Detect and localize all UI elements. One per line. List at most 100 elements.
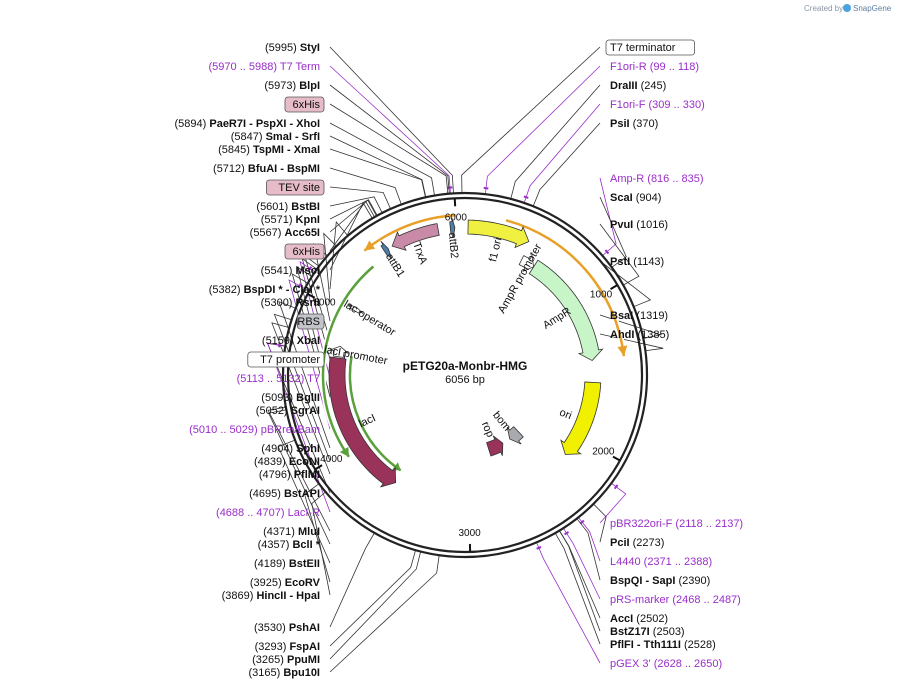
site-prs-marker[interactable]: pRS-marker (2468 .. 2487)	[610, 594, 741, 606]
site-name: PshAI	[289, 622, 320, 634]
site-coord: (5113 .. 5132)	[237, 373, 308, 385]
site-bcli[interactable]: (4357) BclI *	[258, 539, 321, 551]
site-t7-promoter[interactable]: T7 promoter	[247, 351, 325, 368]
site-bspdi-clai[interactable]: (5382) BspDI * - ClaI *	[209, 284, 321, 296]
site-bstapi[interactable]: (4695) BstAPI	[249, 488, 320, 500]
site-t7-terminator[interactable]: T7 terminator	[605, 39, 695, 56]
site-6xhis[interactable]: 6xHis	[284, 96, 325, 113]
site-f1ori-f[interactable]: F1ori-F (309 .. 330)	[610, 99, 705, 111]
site-name: SphI	[296, 443, 320, 455]
site-econi[interactable]: (4839) EcoNI	[254, 456, 320, 468]
site-name: BstEII	[289, 558, 320, 570]
site-blpi[interactable]: (5973) BlpI	[264, 80, 320, 92]
feature-f1-ori[interactable]	[467, 219, 530, 249]
site-6xhis[interactable]: 6xHis	[284, 243, 325, 260]
feature-ampr-promoter[interactable]	[518, 254, 535, 273]
site-tspmi-xmai[interactable]: (5845) TspMI - XmaI	[218, 144, 320, 156]
site-sphi[interactable]: (4904) SphI	[261, 443, 320, 455]
leader-line	[599, 314, 663, 339]
site-scai[interactable]: ScaI (904)	[610, 192, 661, 204]
site-amp-r[interactable]: Amp-R (816 .. 835)	[610, 173, 704, 185]
feature-laci-promoter[interactable]	[328, 345, 350, 358]
feature-rop[interactable]	[486, 435, 504, 457]
feature-laci[interactable]	[328, 356, 397, 488]
site-psii[interactable]: PsiI (370)	[610, 118, 658, 130]
site-msci[interactable]: (5541) MscI	[261, 265, 320, 277]
site-name: Acc65I	[285, 227, 320, 239]
feature-attb2[interactable]	[449, 217, 456, 238]
site-bsai[interactable]: BsaI (1319)	[610, 310, 668, 322]
site-t7[interactable]: (5113 .. 5132) T7	[237, 373, 320, 385]
site-pgex-3[interactable]: pGEX 3' (2628 .. 2650)	[610, 658, 722, 670]
site-pbrrevbam[interactable]: (5010 .. 5029) pBRrevBam	[189, 424, 320, 436]
site-draiii[interactable]: DraIII (245)	[610, 80, 666, 92]
site-pvui[interactable]: PvuI (1016)	[610, 219, 668, 231]
site-paer7i-pspxi-xhoi[interactable]: (5894) PaeR7I - PspXI - XhoI	[175, 118, 321, 130]
site-bsteii[interactable]: (4189) BstEII	[254, 558, 320, 570]
site-sgrai[interactable]: (5052) SgrAI	[256, 405, 320, 417]
site-ecorv[interactable]: (3925) EcoRV	[250, 577, 321, 589]
tick-mark	[612, 455, 621, 462]
site-pflmi[interactable]: (4796) PflMI	[259, 469, 320, 481]
site-mlui[interactable]: (4371) MluI	[263, 526, 320, 538]
site-pflfi-tth111i[interactable]: PflFI - Tth111I (2528)	[610, 639, 716, 651]
plasmid-name: pETG20a-Monbr-HMG	[403, 359, 528, 373]
site-l4440[interactable]: L4440 (2371 .. 2388)	[610, 556, 712, 568]
site-label-text: (5847) SmaI - SrfI	[231, 131, 320, 143]
site-name: DraIII	[610, 80, 641, 92]
site-box-label: T7 terminator	[610, 42, 676, 54]
site-label-text: PstI (1143)	[610, 256, 664, 268]
site-kpni[interactable]: (5571) KpnI	[261, 214, 320, 226]
tick-mark	[314, 464, 323, 471]
feature-trxa[interactable]	[391, 223, 440, 251]
site-label-text: (4688 .. 4707) LacI-R	[216, 507, 320, 519]
site-rbs[interactable]: RBS	[296, 313, 325, 330]
site-acci[interactable]: AccI (2502)	[610, 613, 668, 625]
site-acc65i[interactable]: (5567) Acc65I	[250, 227, 320, 239]
site-ppumi[interactable]: (3265) PpuMI	[252, 654, 320, 666]
site-bglii[interactable]: (5093) BglII	[261, 392, 320, 404]
site-coord: (1016)	[636, 219, 668, 231]
site-coord: (2468 .. 2487)	[672, 594, 741, 606]
site-label-text: (5894) PaeR7I - PspXI - XhoI	[175, 118, 321, 130]
feature-bom[interactable]	[506, 426, 524, 445]
site-smai-srfi[interactable]: (5847) SmaI - SrfI	[231, 131, 320, 143]
site-name: BclI *	[292, 539, 320, 551]
site-pbr322ori-f[interactable]: pBR322ori-F (2118 .. 2137)	[610, 518, 743, 530]
site-label-text: (3265) PpuMI	[252, 654, 320, 666]
feature-ampr[interactable]	[528, 259, 604, 362]
site-xbai[interactable]: (5159) XbaI	[262, 335, 320, 347]
site-label-text: (4357) BclI *	[258, 539, 321, 551]
site-psti[interactable]: PstI (1143)	[610, 256, 664, 268]
site-pshai[interactable]: (3530) PshAI	[254, 622, 320, 634]
site-fspai[interactable]: (3293) FspAI	[255, 641, 320, 653]
primer-mark	[278, 342, 281, 348]
site-bpu10i[interactable]: (3165) Bpu10I	[248, 667, 320, 679]
leader-line	[461, 46, 601, 194]
site-t7-term[interactable]: (5970 .. 5988) T7 Term	[209, 61, 321, 73]
snapgene-logo-icon	[843, 4, 851, 12]
site-pcii[interactable]: PciI (2273)	[610, 537, 664, 549]
site-bstbi[interactable]: (5601) BstBI	[256, 201, 320, 213]
site-styi[interactable]: (5995) StyI	[265, 42, 320, 54]
site-rsrii[interactable]: (5300) RsrII	[261, 297, 320, 309]
site-hincii-hpai[interactable]: (3869) HincII - HpaI	[222, 590, 320, 602]
site-label-text: PciI (2273)	[610, 537, 664, 549]
feature-label-attb1: attB1	[383, 251, 407, 279]
site-laci-r[interactable]: (4688 .. 4707) LacI-R	[216, 507, 320, 519]
site-coord: (3530)	[254, 622, 289, 634]
site-ahdi[interactable]: AhdI (1385)	[610, 329, 669, 341]
feature-attb1[interactable]	[380, 240, 392, 259]
site-name: AccI	[610, 613, 636, 625]
feature-ori[interactable]	[560, 381, 602, 455]
credit-brand: SnapGene	[853, 4, 892, 13]
site-label-text: F1ori-R (99 .. 118)	[610, 61, 699, 73]
site-name: TspMI - XmaI	[253, 144, 320, 156]
site-bfuai-bspmi[interactable]: (5712) BfuAI - BspMI	[213, 163, 320, 175]
site-f1ori-r[interactable]: F1ori-R (99 .. 118)	[610, 61, 699, 73]
site-tev-site[interactable]: TEV site	[265, 179, 325, 196]
site-bstz17i[interactable]: BstZ17I (2503)	[610, 626, 685, 638]
site-bspqi-sapi[interactable]: BspQI - SapI (2390)	[610, 575, 710, 587]
site-box-label: TEV site	[278, 182, 320, 194]
feature-lac-operator[interactable]	[347, 303, 364, 314]
